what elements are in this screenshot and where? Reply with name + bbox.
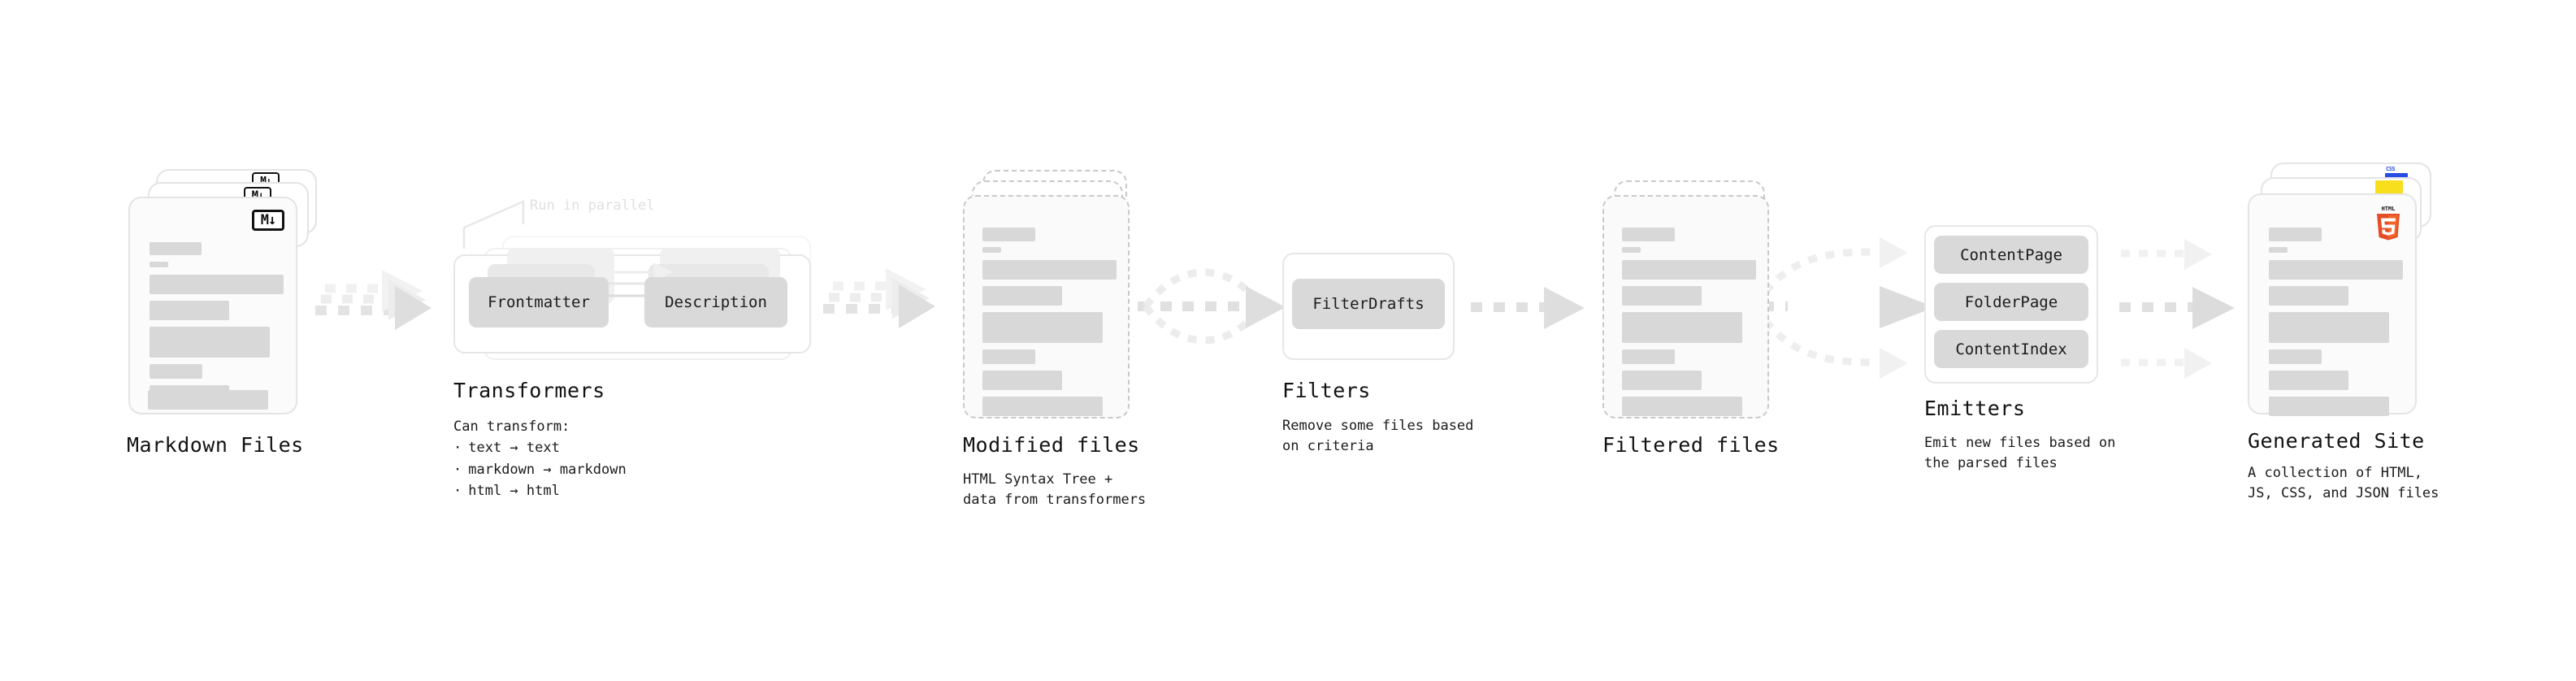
skeleton-bar — [2269, 397, 2389, 416]
skeleton-bar — [1622, 286, 1702, 306]
transformers-bullet-item: html → html — [453, 480, 627, 501]
filtered-card-front — [1602, 195, 1769, 419]
stage-subtitle-emitters: Emit new files based on the parsed files — [1924, 435, 2116, 471]
transformers-bullet-item: markdown → markdown — [453, 459, 626, 480]
connector-filters-to-filtered — [1471, 287, 1585, 329]
skeleton-bar — [150, 262, 168, 267]
emitter-chip-label: ContentPage — [1960, 245, 2062, 264]
run-in-parallel-note: Run in parallel — [530, 197, 655, 214]
filter-chip-label: FilterDrafts — [1312, 295, 1425, 313]
transformers-bullets-head: Can transform: — [453, 419, 570, 435]
transformer-chip-frontmatter[interactable]: Frontmatter — [469, 277, 609, 327]
skeleton-bar — [2269, 312, 2389, 343]
stage-subtitle-modified-files: HTML Syntax Tree + data from transformer… — [963, 471, 1147, 508]
markdown-icon: M↓ — [252, 210, 284, 231]
skeleton-bar — [982, 247, 1001, 253]
stage-title-filtered-files: Filtered files — [1602, 433, 1780, 457]
skeleton-bar — [1622, 228, 1675, 241]
emitter-chip-folderpage[interactable]: FolderPage — [1934, 283, 2088, 321]
skeleton-bar — [150, 301, 229, 320]
stage-title-filters: Filters — [1282, 379, 1371, 402]
skeleton-bar — [2269, 371, 2348, 390]
skeleton-bar — [2269, 260, 2403, 280]
skeleton-bar — [982, 312, 1103, 343]
emitter-chip-contentindex[interactable]: ContentIndex — [1934, 330, 2088, 368]
stage-title-modified-files: Modified files — [963, 433, 1140, 457]
skeleton-bar — [1622, 371, 1702, 390]
connector-emitters-to-site — [2119, 239, 2235, 379]
skeleton-bar — [2269, 349, 2322, 364]
svg-text:HTML: HTML — [2382, 206, 2396, 212]
filter-chip-filterdrafts[interactable]: FilterDrafts — [1292, 279, 1445, 329]
transformers-bullet-item: text → text — [453, 437, 627, 458]
stage-subtitle-filters: Remove some files based on criteria — [1282, 418, 1474, 454]
js-icon — [2375, 180, 2403, 194]
modified-card-front — [963, 195, 1130, 419]
skeleton-bar — [982, 397, 1103, 416]
skeleton-bar — [982, 349, 1035, 364]
stage-title-generated-site: Generated Site — [2248, 429, 2425, 453]
emitter-chip-label: ContentIndex — [1955, 340, 2067, 358]
skeleton-bar — [148, 390, 268, 410]
skeleton-bar — [982, 371, 1062, 390]
css3-icon: CSS — [2385, 166, 2408, 180]
skeleton-bar — [2269, 247, 2288, 253]
transformer-chip-label: Frontmatter — [488, 293, 590, 311]
markdown-card-front: M↓ — [128, 197, 297, 414]
skeleton-bar — [150, 275, 284, 294]
connector-transformers-to-modified — [823, 268, 935, 328]
transformer-chip-description[interactable]: Description — [644, 277, 787, 327]
skeleton-bar — [1622, 312, 1742, 343]
skeleton-bar — [982, 228, 1035, 241]
skeleton-bar — [1622, 397, 1742, 416]
skeleton-bar — [1622, 247, 1641, 253]
site-card-front: HTML — [2248, 193, 2417, 416]
skeleton-bar — [1622, 260, 1756, 280]
skeleton-bar — [2269, 286, 2348, 306]
skeleton-bar — [1622, 349, 1675, 364]
skeleton-bar — [150, 364, 202, 379]
stage-title-transformers: Transformers — [453, 379, 605, 402]
stage-subtitle-generated-site: A collection of HTML, JS, CSS, and JSON … — [2248, 465, 2439, 501]
skeleton-bar — [2269, 228, 2322, 241]
skeleton-bar — [982, 260, 1117, 280]
transformers-bullets: Can transform: text → text markdown → ma… — [453, 416, 627, 501]
emitter-chip-contentpage[interactable]: ContentPage — [1934, 236, 2088, 274]
stage-title-markdown-files: Markdown Files — [127, 433, 304, 457]
skeleton-bar — [150, 242, 202, 255]
skeleton-bar — [982, 286, 1062, 306]
skeleton-bar — [150, 327, 270, 358]
emitter-chip-label: FolderPage — [1964, 293, 2058, 311]
connector-md-to-transformers — [315, 270, 432, 330]
stage-title-emitters: Emitters — [1924, 397, 2026, 420]
html5-icon: HTML — [2377, 206, 2400, 241]
transformer-chip-label: Description — [665, 293, 767, 311]
connector-modified-to-filters — [1138, 268, 1286, 345]
